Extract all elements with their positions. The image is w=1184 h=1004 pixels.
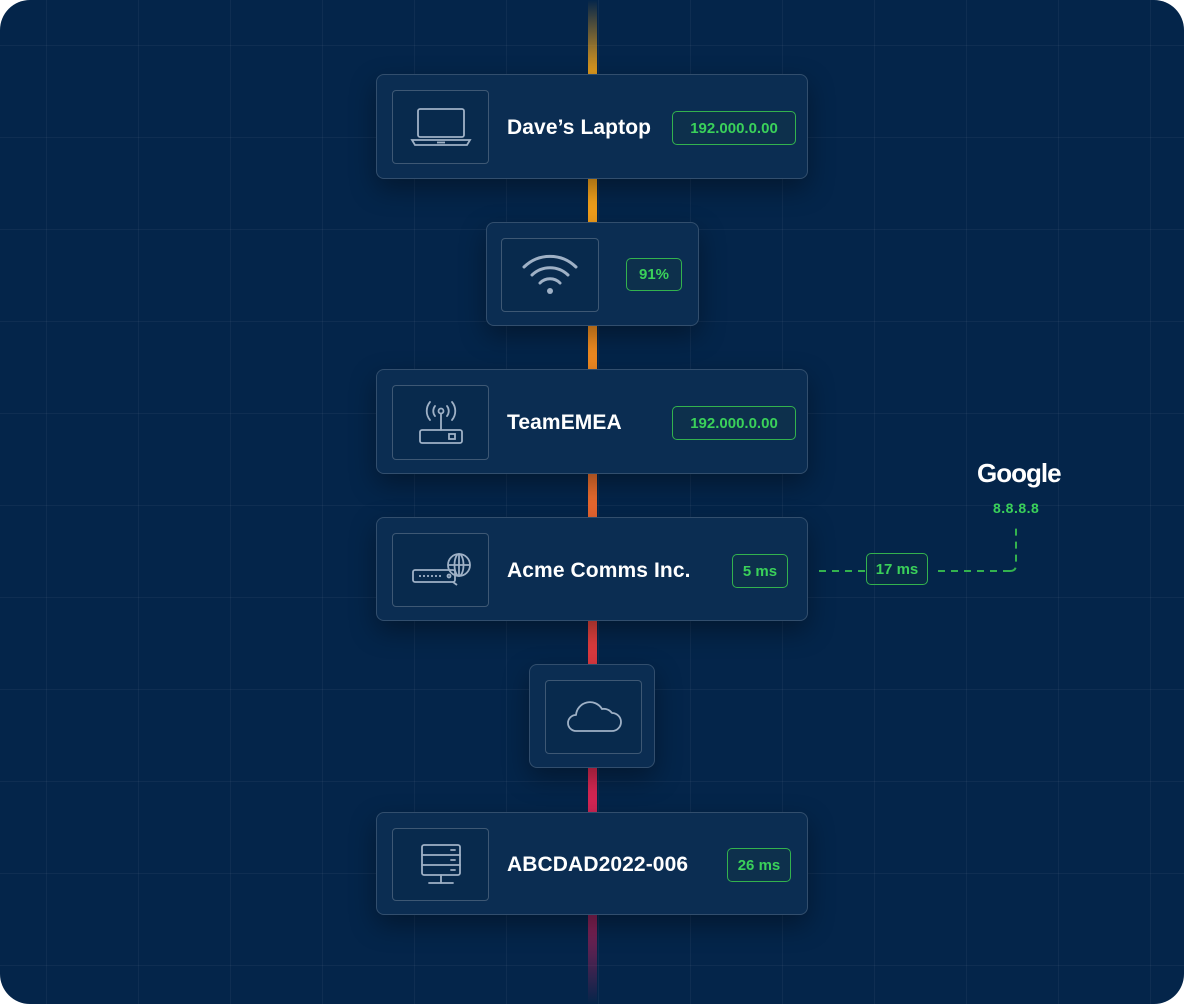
node-card-laptop[interactable]: Dave’s Laptop 192.000.0.00 xyxy=(376,74,808,179)
node-card-cloud[interactable] xyxy=(529,664,655,768)
signal-strength-badge: 91% xyxy=(626,258,682,291)
latency-badge: 26 ms xyxy=(727,848,791,882)
ip-address-badge: 192.000.0.00 xyxy=(672,111,796,145)
google-logo: Google xyxy=(977,458,1062,488)
connection-path-line xyxy=(588,0,597,1004)
google-dns-ip: 8.8.8.8 xyxy=(993,500,1040,516)
server-icon-box xyxy=(392,828,489,901)
latency-badge: 5 ms xyxy=(732,554,788,588)
wifi-icon xyxy=(522,254,578,294)
node-title: Acme Comms Inc. xyxy=(507,559,691,582)
laptop-icon-box xyxy=(392,90,489,164)
node-card-router[interactable]: TeamEMEA 192.000.0.00 xyxy=(376,369,808,474)
node-card-isp[interactable]: Acme Comms Inc. 5 ms xyxy=(376,517,808,621)
isp-modem-globe-icon xyxy=(411,553,471,586)
node-title: TeamEMEA xyxy=(507,411,622,434)
cloud-icon xyxy=(566,701,622,732)
router-icon-box xyxy=(392,385,489,460)
ip-address-badge: 192.000.0.00 xyxy=(672,406,796,440)
google-latency-badge: 17 ms xyxy=(866,553,928,585)
node-title: ABCDAD2022-006 xyxy=(507,853,689,876)
node-card-wifi[interactable]: 91% xyxy=(486,222,699,326)
node-card-server[interactable]: ABCDAD2022-006 26 ms xyxy=(376,812,808,915)
cloud-icon-box xyxy=(545,680,642,754)
wifi-icon-box xyxy=(501,238,599,312)
laptop-icon xyxy=(409,108,472,146)
node-title: Dave’s Laptop xyxy=(507,116,652,139)
isp-icon-box xyxy=(392,533,489,607)
router-icon xyxy=(418,400,463,444)
server-icon xyxy=(420,843,461,884)
branch-connector-google xyxy=(819,527,1017,572)
